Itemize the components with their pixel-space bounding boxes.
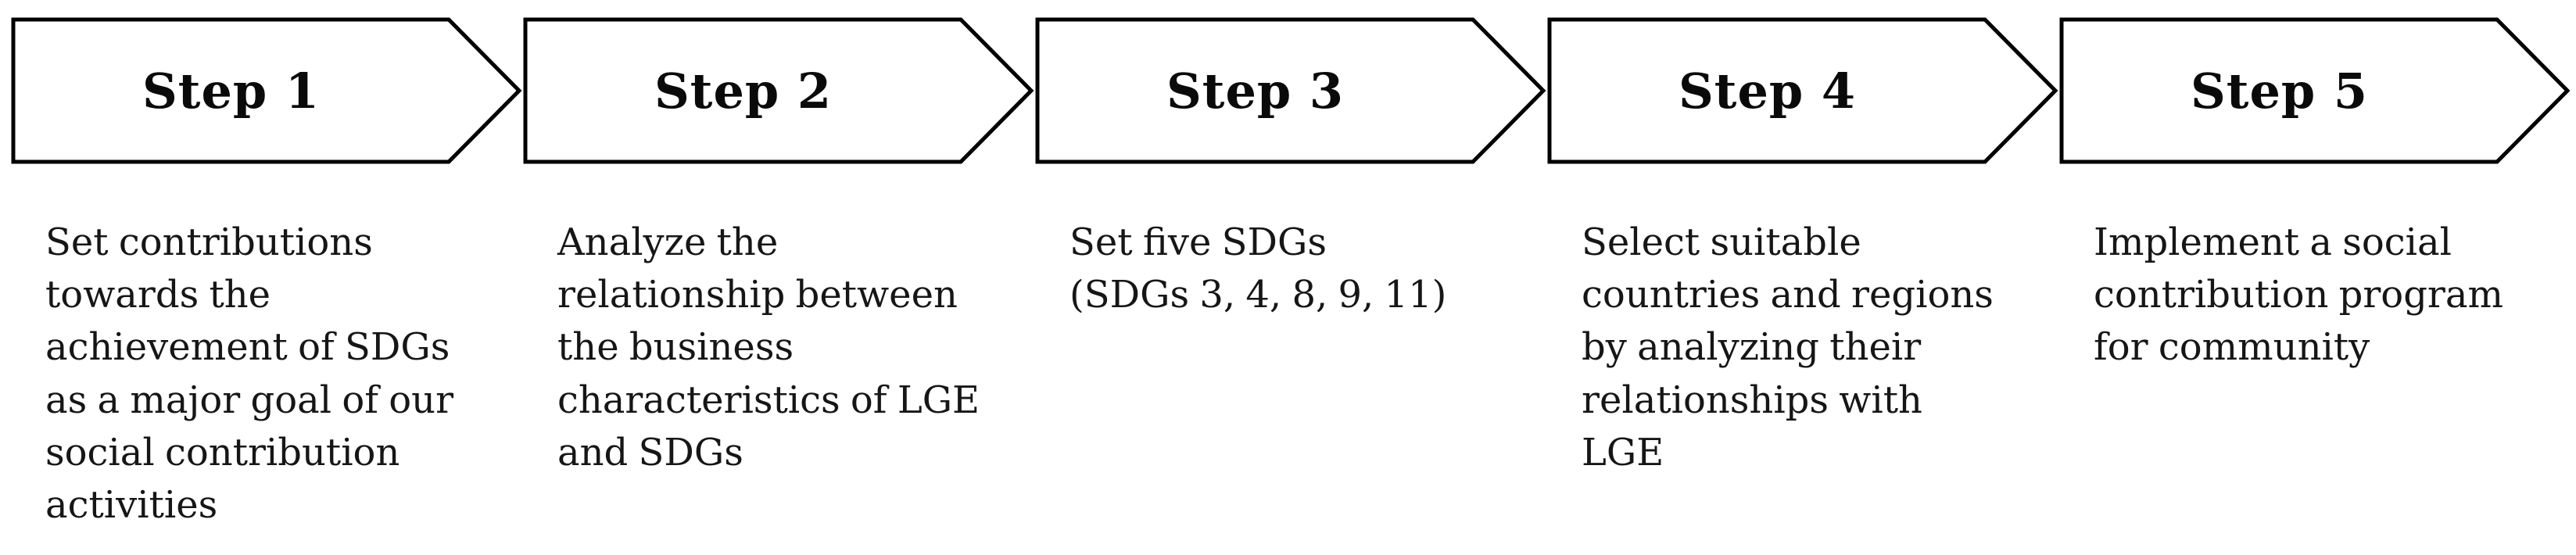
process-step: Step 5 Implement a social contribution p… xyxy=(2059,0,2571,555)
process-step: Step 1 Set contributions towards the ach… xyxy=(11,0,523,555)
step-arrow: Step 5 xyxy=(2059,0,2571,168)
process-step: Step 2 Analyze the relationship between … xyxy=(523,0,1035,555)
arrow-pentagon-icon xyxy=(523,17,1034,164)
arrow-pentagon-shape xyxy=(2059,17,2571,164)
process-step: Step 4 Select suitable countries and reg… xyxy=(1547,0,2059,555)
arrow-pentagon-shape xyxy=(523,17,1034,164)
step-arrow: Step 4 xyxy=(1547,0,2059,168)
step-description: Implement a social contribution program … xyxy=(2094,220,2504,370)
process-step: Step 3 Set five SDGs (SDGs 3, 4, 8, 9, 1… xyxy=(1035,0,1547,555)
step-arrow: Step 3 xyxy=(1035,0,1547,168)
step-description: Analyze the relationship between the bus… xyxy=(557,220,980,474)
step-description: Select suitable countries and regions by… xyxy=(1582,220,1994,474)
step-arrow: Step 2 xyxy=(523,0,1035,168)
arrow-pentagon-icon xyxy=(2059,17,2571,164)
arrow-pentagon-shape xyxy=(11,17,522,164)
arrow-pentagon-icon xyxy=(11,17,522,164)
arrow-pentagon-shape xyxy=(1035,17,1546,164)
step-arrow: Step 1 xyxy=(11,0,523,168)
arrow-pentagon-shape xyxy=(1547,17,2058,164)
step-description: Set contributions towards the achievemen… xyxy=(45,220,454,527)
arrow-pentagon-icon xyxy=(1547,17,2058,164)
step-description: Set five SDGs (SDGs 3, 4, 8, 9, 11) xyxy=(1069,220,1447,317)
arrow-pentagon-icon xyxy=(1035,17,1546,164)
